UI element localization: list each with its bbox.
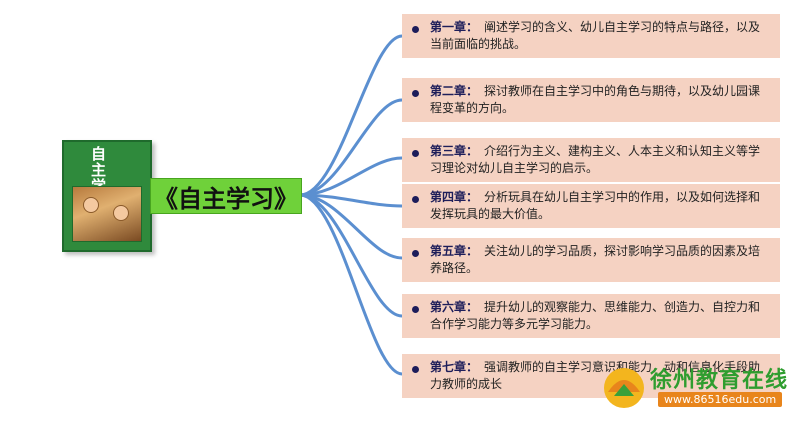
book-cover-photo xyxy=(72,186,142,242)
connector-line-2 xyxy=(299,98,403,197)
watermark-url: www.86516edu.com xyxy=(658,392,783,407)
watermark-name: 徐州教育在线 xyxy=(650,368,789,393)
chapter-7-label: 第七章： xyxy=(430,360,479,374)
book-cover-image: 自主学习 xyxy=(62,140,152,252)
bullet-dot-icon xyxy=(412,250,419,257)
connector-line-4 xyxy=(299,193,403,208)
chapter-1-box: 第一章：阐述学习的含义、幼儿自主学习的特点与路径，以及当前面临的挑战。 xyxy=(402,14,780,58)
connector-line-3 xyxy=(299,156,403,197)
chapter-2-box: 第二章：探讨教师在自主学习中的角色与期待，以及幼儿园课程变革的方向。 xyxy=(402,78,780,122)
site-watermark: 徐州教育在线 www.86516edu.com xyxy=(600,362,796,412)
central-topic: 《自主学习》 xyxy=(150,178,302,214)
connector-line-1 xyxy=(299,34,403,197)
connector-line-5 xyxy=(299,193,403,260)
connector-line-7 xyxy=(299,193,403,376)
bullet-dot-icon xyxy=(412,366,419,373)
child-figure xyxy=(113,205,129,221)
chapter-6-text: 提升幼儿的观察能力、思维能力、创造力、自控力和合作学习能力等多元学习能力。 xyxy=(430,300,761,331)
chapter-4-box: 第四章：分析玩具在幼儿自主学习中的作用，以及如何选择和发挥玩具的最大价值。 xyxy=(402,184,780,228)
chapter-4-text: 分析玩具在幼儿自主学习中的作用，以及如何选择和发挥玩具的最大价值。 xyxy=(430,190,761,221)
bullet-dot-icon xyxy=(412,196,419,203)
child-figure xyxy=(83,197,99,213)
bullet-dot-icon xyxy=(412,90,419,97)
chapter-5-text: 关注幼儿的学习品质，探讨影响学习品质的因素及培养路径。 xyxy=(430,244,761,275)
chapter-2-text: 探讨教师在自主学习中的角色与期待，以及幼儿园课程变革的方向。 xyxy=(430,84,761,115)
chapter-3-box: 第三章：介绍行为主义、建构主义、人本主义和认知主义等学习理论对幼儿自主学习的启示… xyxy=(402,138,780,182)
chapter-6-label: 第六章： xyxy=(430,300,479,314)
chapter-4-label: 第四章： xyxy=(430,190,479,204)
chapter-7-text: 强调教师的自主学习意识和能力，动和信息化手段助力教师的成长 xyxy=(430,360,761,391)
bullet-dot-icon xyxy=(412,306,419,313)
chapter-7-box: 第七章：强调教师的自主学习意识和能力，动和信息化手段助力教师的成长 xyxy=(402,354,780,398)
chapter-2-label: 第二章： xyxy=(430,84,479,98)
connector-line-6 xyxy=(299,193,403,318)
bullet-dot-icon xyxy=(412,150,419,157)
chapter-1-label: 第一章： xyxy=(430,20,479,34)
bullet-dot-icon xyxy=(412,26,419,33)
chapter-1-text: 阐述学习的含义、幼儿自主学习的特点与路径，以及当前面临的挑战。 xyxy=(430,20,761,51)
chapter-5-box: 第五章：关注幼儿的学习品质，探讨影响学习品质的因素及培养路径。 xyxy=(402,238,780,282)
chapter-5-label: 第五章： xyxy=(430,244,479,258)
watermark-logo-icon xyxy=(604,368,644,408)
chapter-6-box: 第六章：提升幼儿的观察能力、思维能力、创造力、自控力和合作学习能力等多元学习能力… xyxy=(402,294,780,338)
chapter-3-text: 介绍行为主义、建构主义、人本主义和认知主义等学习理论对幼儿自主学习的启示。 xyxy=(430,144,761,175)
chapter-3-label: 第三章： xyxy=(430,144,479,158)
